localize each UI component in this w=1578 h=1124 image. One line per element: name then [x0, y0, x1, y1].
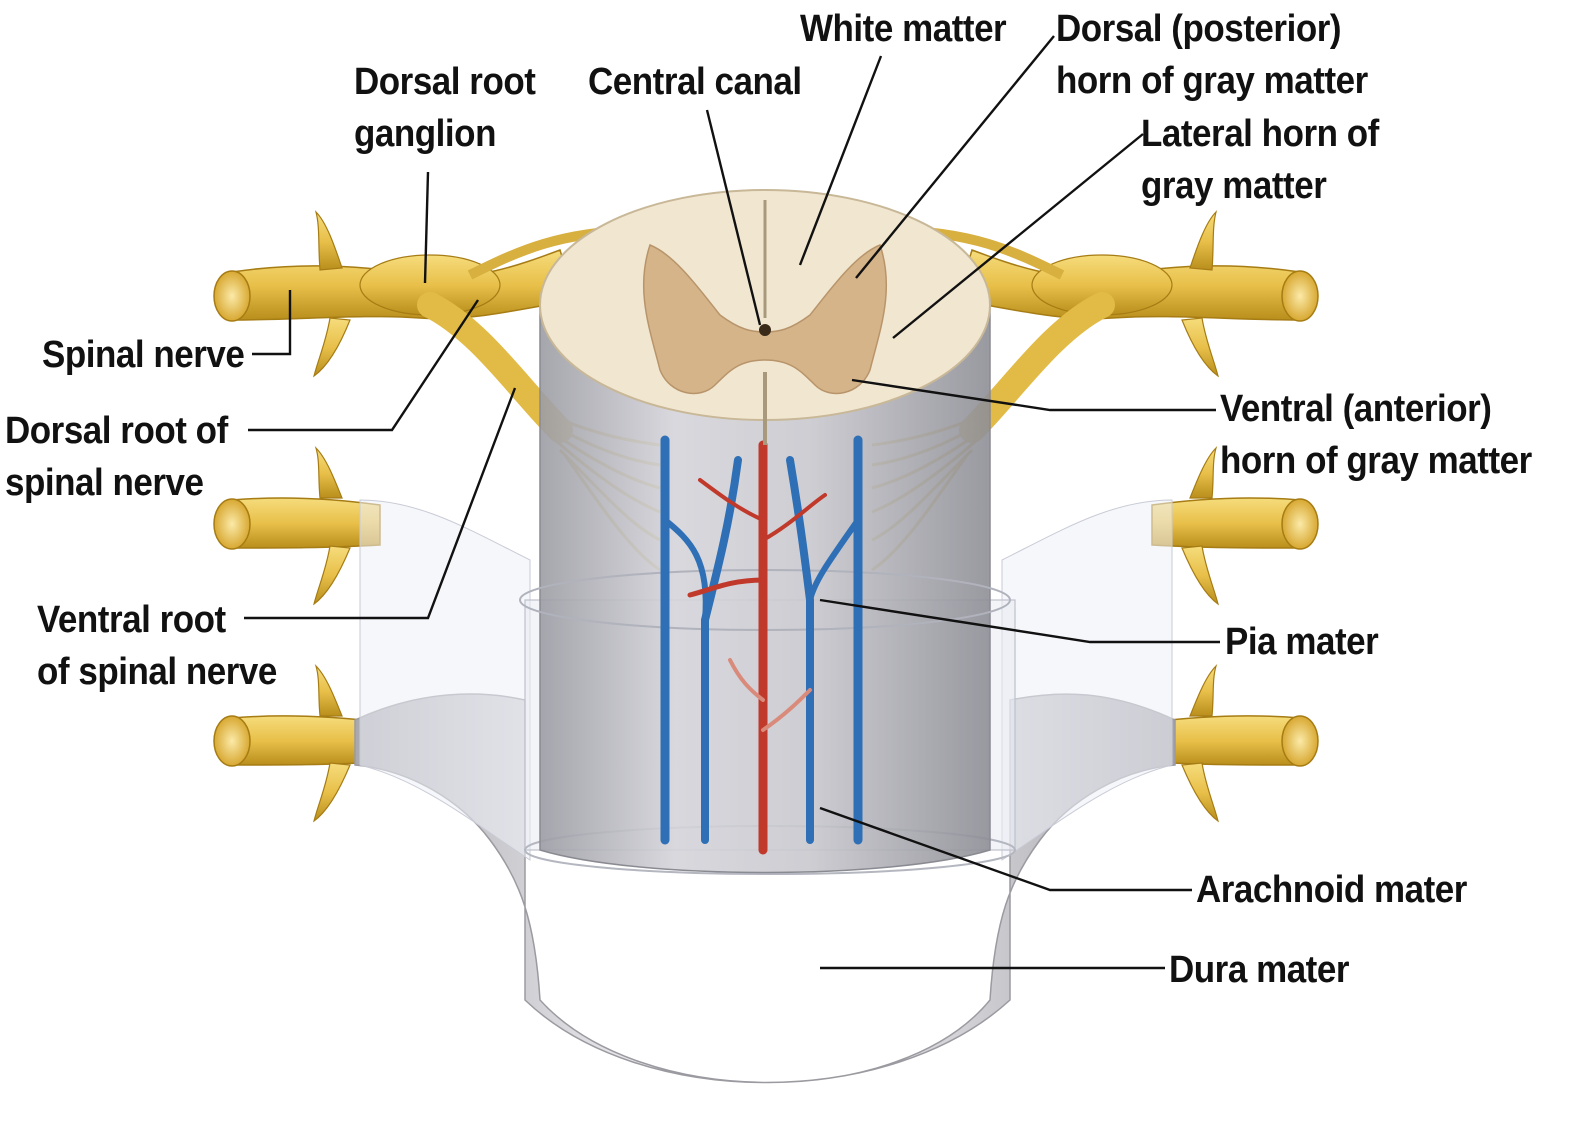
leader-lines	[244, 35, 1220, 970]
blood-vessels	[660, 435, 863, 855]
label-lateral-horn: Lateral horn of gray matter	[1141, 113, 1379, 207]
central-canal	[759, 324, 771, 336]
gray-matter	[642, 244, 888, 395]
label-dorsal-root-ganglion: Dorsal root ganglion	[354, 61, 536, 155]
label-spinal-nerve: Spinal nerve	[42, 334, 245, 376]
label-arachnoid-mater: Arachnoid mater	[1196, 869, 1467, 911]
label-dorsal-horn: Dorsal (posterior) horn of gray matter	[1056, 8, 1368, 102]
label-ventral-root: Ventral root of spinal nerve	[37, 599, 277, 693]
label-dorsal-root: Dorsal root of spinal nerve	[5, 410, 228, 504]
label-white-matter: White matter	[800, 8, 1007, 50]
label-ventral-horn: Ventral (anterior) horn of gray matter	[1220, 388, 1532, 482]
label-dura-mater: Dura mater	[1169, 949, 1349, 991]
label-central-canal: Central canal	[588, 61, 802, 103]
label-pia-mater: Pia mater	[1225, 621, 1379, 663]
